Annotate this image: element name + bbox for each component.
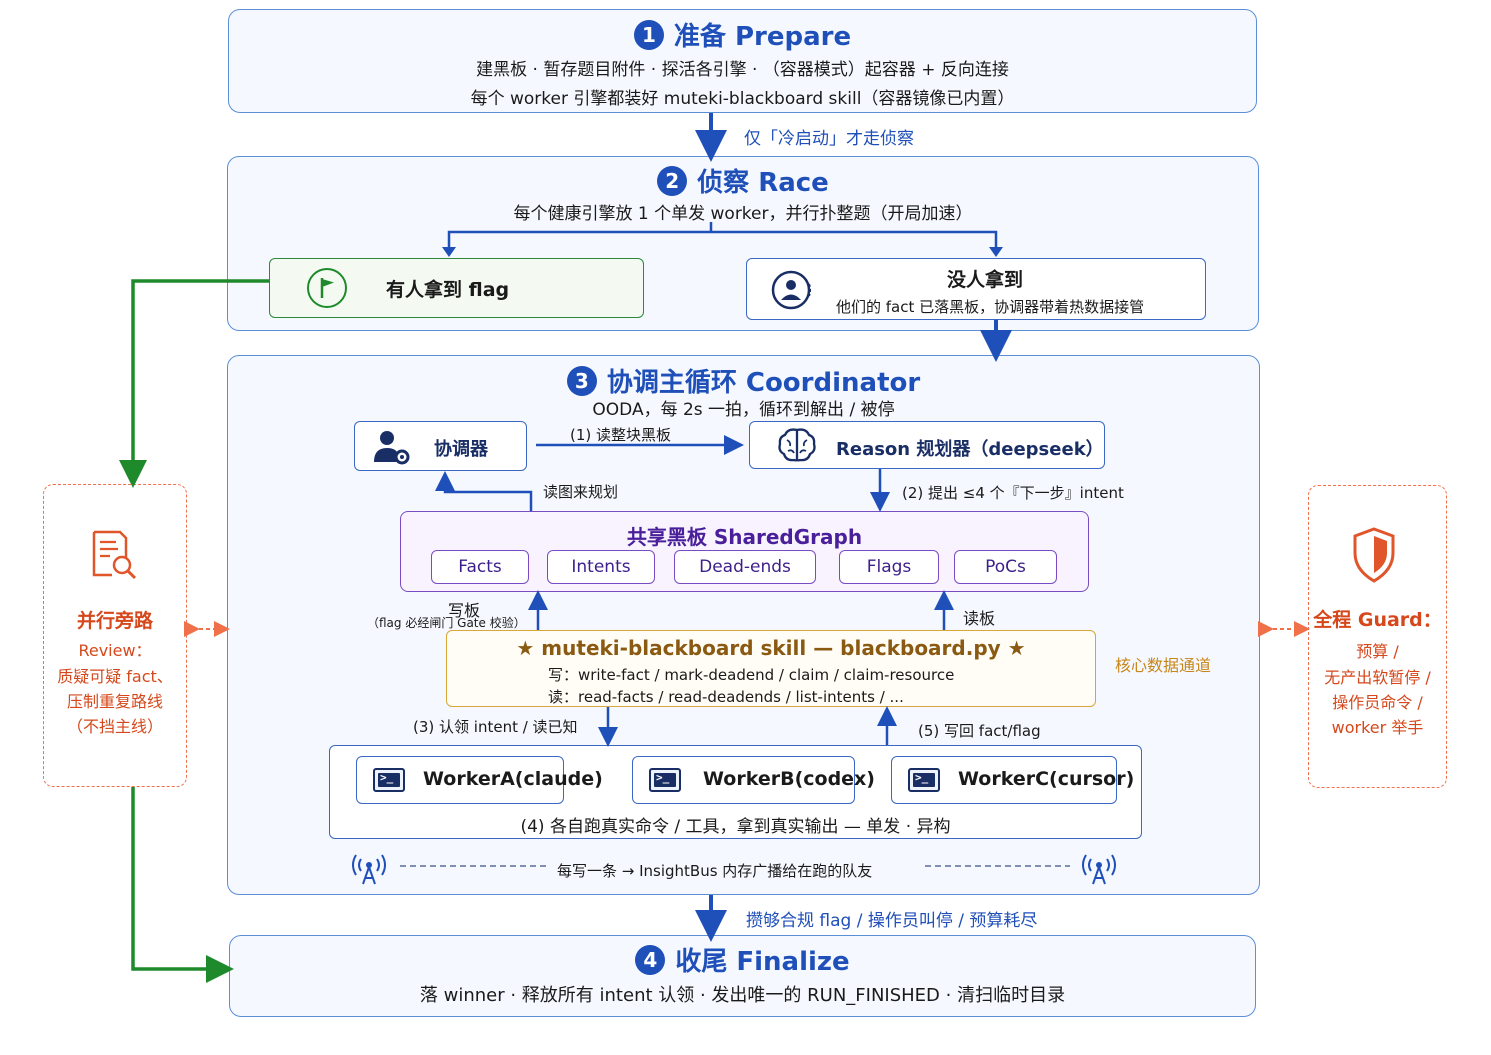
guard-line-4: worker 举手: [1331, 718, 1424, 737]
shield-icon: [1351, 526, 1397, 584]
chip-dead-ends: Dead-ends: [674, 550, 816, 584]
user-gear-icon: [371, 426, 411, 466]
read-graph-label: 读图来规划: [543, 483, 619, 501]
prepare-line-1: 建黑板 · 暂存题目附件 · 探活各引擎 · （容器模式）起容器 + 反向连接: [476, 60, 1009, 80]
finalize-line-1: 落 winner · 释放所有 intent 认领 · 发出唯一的 RUN_FI…: [419, 985, 1066, 1006]
worker-b-label: WorkerB(codex): [703, 768, 875, 790]
got-flag-label: 有人拿到 flag: [386, 279, 510, 301]
guard-line-1: 预算 /: [1356, 642, 1399, 661]
coordinator-title: 3 协调主循环 Coordinator: [228, 362, 1259, 399]
arrow-green-to-finalize: [131, 787, 234, 983]
race-subtitle: 每个健康引擎放 1 个单发 worker，并行扑整题（开局加速）: [513, 204, 973, 224]
worker-c-label: WorkerC(cursor): [958, 768, 1135, 790]
chip-facts: Facts: [431, 550, 529, 584]
prepare-line-2: 每个 worker 引擎都装好 muteki-blackboard skill（…: [470, 89, 1015, 109]
reason-box: Reason 规划器（deepseek）: [749, 421, 1105, 469]
guard-line-2: 无产出软暂停 /: [1324, 668, 1431, 687]
step2-label: (2) 提出 ≤4 个『下一步』intent: [902, 484, 1124, 502]
finalize-title-text: 收尾 Finalize: [675, 947, 850, 977]
skill-read-ops: 读：read-facts / read-deadends / list-inte…: [548, 688, 904, 706]
step-number-badge: 2: [657, 166, 688, 196]
user-sync-icon: [771, 268, 815, 312]
flag-icon: [307, 268, 347, 308]
review-line-2: 质疑可疑 fact、: [57, 667, 173, 686]
shared-graph: 共享黑板 SharedGraph Facts Intents Dead-ends…: [400, 511, 1089, 592]
read-board-label: 读板: [963, 609, 996, 628]
coordinator-title-text: 协调主循环 Coordinator: [606, 368, 921, 398]
document-search-icon: [90, 529, 138, 581]
prepare-panel: 1 准备 Prepare 建黑板 · 暂存题目附件 · 探活各引擎 · （容器模式…: [228, 9, 1257, 113]
reason-box-label: Reason 规划器（deepseek）: [836, 439, 1104, 460]
antenna-icon-right: [1079, 850, 1119, 886]
worker-a: WorkerA(claude): [356, 756, 603, 804]
review-line-1: Review：: [78, 641, 152, 660]
step1-label: (1) 读整块黑板: [570, 426, 672, 444]
worker-c: WorkerC(cursor): [891, 756, 1134, 804]
cold-start-note: 仅「冷启动」才走侦察: [744, 129, 914, 149]
coordinator-box-label: 协调器: [434, 439, 488, 460]
write-board-label: 写板: [448, 601, 481, 620]
terminal-icon: [908, 768, 940, 792]
coordinator-subtitle: OODA，每 2s 一拍，循环到解出 / 被停: [592, 400, 895, 420]
guard-title: 全程 Guard：: [1313, 609, 1442, 631]
worker-b: WorkerB(codex): [632, 756, 875, 804]
step3-label: (3) 认领 intent / 读已知: [413, 718, 578, 736]
race-title: 2 侦察 Race: [228, 162, 1258, 199]
no-flag-desc: 他们的 fact 已落黑板，协调器带着热数据接管: [836, 298, 1145, 316]
guard-line-3: 操作员命令 /: [1332, 693, 1423, 712]
chip-pocs: PoCs: [954, 550, 1057, 584]
finalize-panel: 4 收尾 Finalize 落 winner · 释放所有 intent 认领 ·…: [229, 935, 1256, 1017]
shared-graph-title: 共享黑板 SharedGraph: [626, 525, 863, 549]
antenna-icon-left: [349, 850, 389, 886]
review-line-4: （不挡主线）: [66, 717, 163, 736]
insight-bus-label: 每写一条 → InsightBus 内存广播给在跑的队友: [557, 862, 873, 880]
no-flag-title: 没人拿到: [947, 269, 1024, 291]
step5-label: (5) 写回 fact/flag: [918, 722, 1041, 740]
brain-icon: [776, 426, 818, 464]
write-board-note: （flag 必经闸门 Gate 校验）: [367, 616, 526, 630]
prepare-title-text: 准备 Prepare: [673, 22, 852, 52]
workers-group: WorkerA(claude) WorkerB(codex) WorkerC(c…: [329, 745, 1142, 839]
step-number-badge: 3: [566, 366, 597, 396]
review-panel: 并行旁路 Review： 质疑可疑 fact、 压制重复路线 （不挡主线）: [43, 484, 187, 787]
review-line-3: 压制重复路线: [66, 692, 163, 711]
step4-label: (4) 各自跑真实命令 / 工具，拿到真实输出 — 单发 · 异构: [520, 817, 951, 837]
terminal-icon: [649, 768, 681, 792]
coordinator-box: 协调器: [354, 421, 527, 471]
chip-flags: Flags: [839, 550, 939, 584]
step-number-badge: 4: [635, 945, 666, 975]
core-channel-label: 核心数据通道: [1115, 656, 1212, 675]
step-number-badge: 1: [633, 20, 664, 50]
finalize-condition-note: 攒够合规 flag / 操作员叫停 / 预算耗尽: [746, 911, 1038, 931]
review-title: 并行旁路: [76, 610, 153, 632]
guard-panel: 全程 Guard： 预算 / 无产出软暂停 / 操作员命令 / worker 举…: [1308, 485, 1447, 788]
terminal-icon: [373, 768, 405, 792]
race-title-text: 侦察 Race: [697, 168, 829, 198]
prepare-title: 1 准备 Prepare: [229, 16, 1256, 53]
chip-intents: Intents: [547, 550, 655, 584]
no-flag-box: 没人拿到 他们的 fact 已落黑板，协调器带着热数据接管: [746, 258, 1206, 320]
got-flag-box: 有人拿到 flag: [269, 258, 644, 318]
skill-write-ops: 写：write-fact / mark-deadend / claim / cl…: [548, 666, 955, 684]
worker-a-label: WorkerA(claude): [423, 768, 603, 790]
skill-box: ★ muteki-blackboard skill — blackboard.p…: [446, 630, 1096, 707]
finalize-title: 4 收尾 Finalize: [230, 941, 1255, 978]
skill-title: ★ muteki-blackboard skill — blackboard.p…: [516, 636, 1026, 660]
